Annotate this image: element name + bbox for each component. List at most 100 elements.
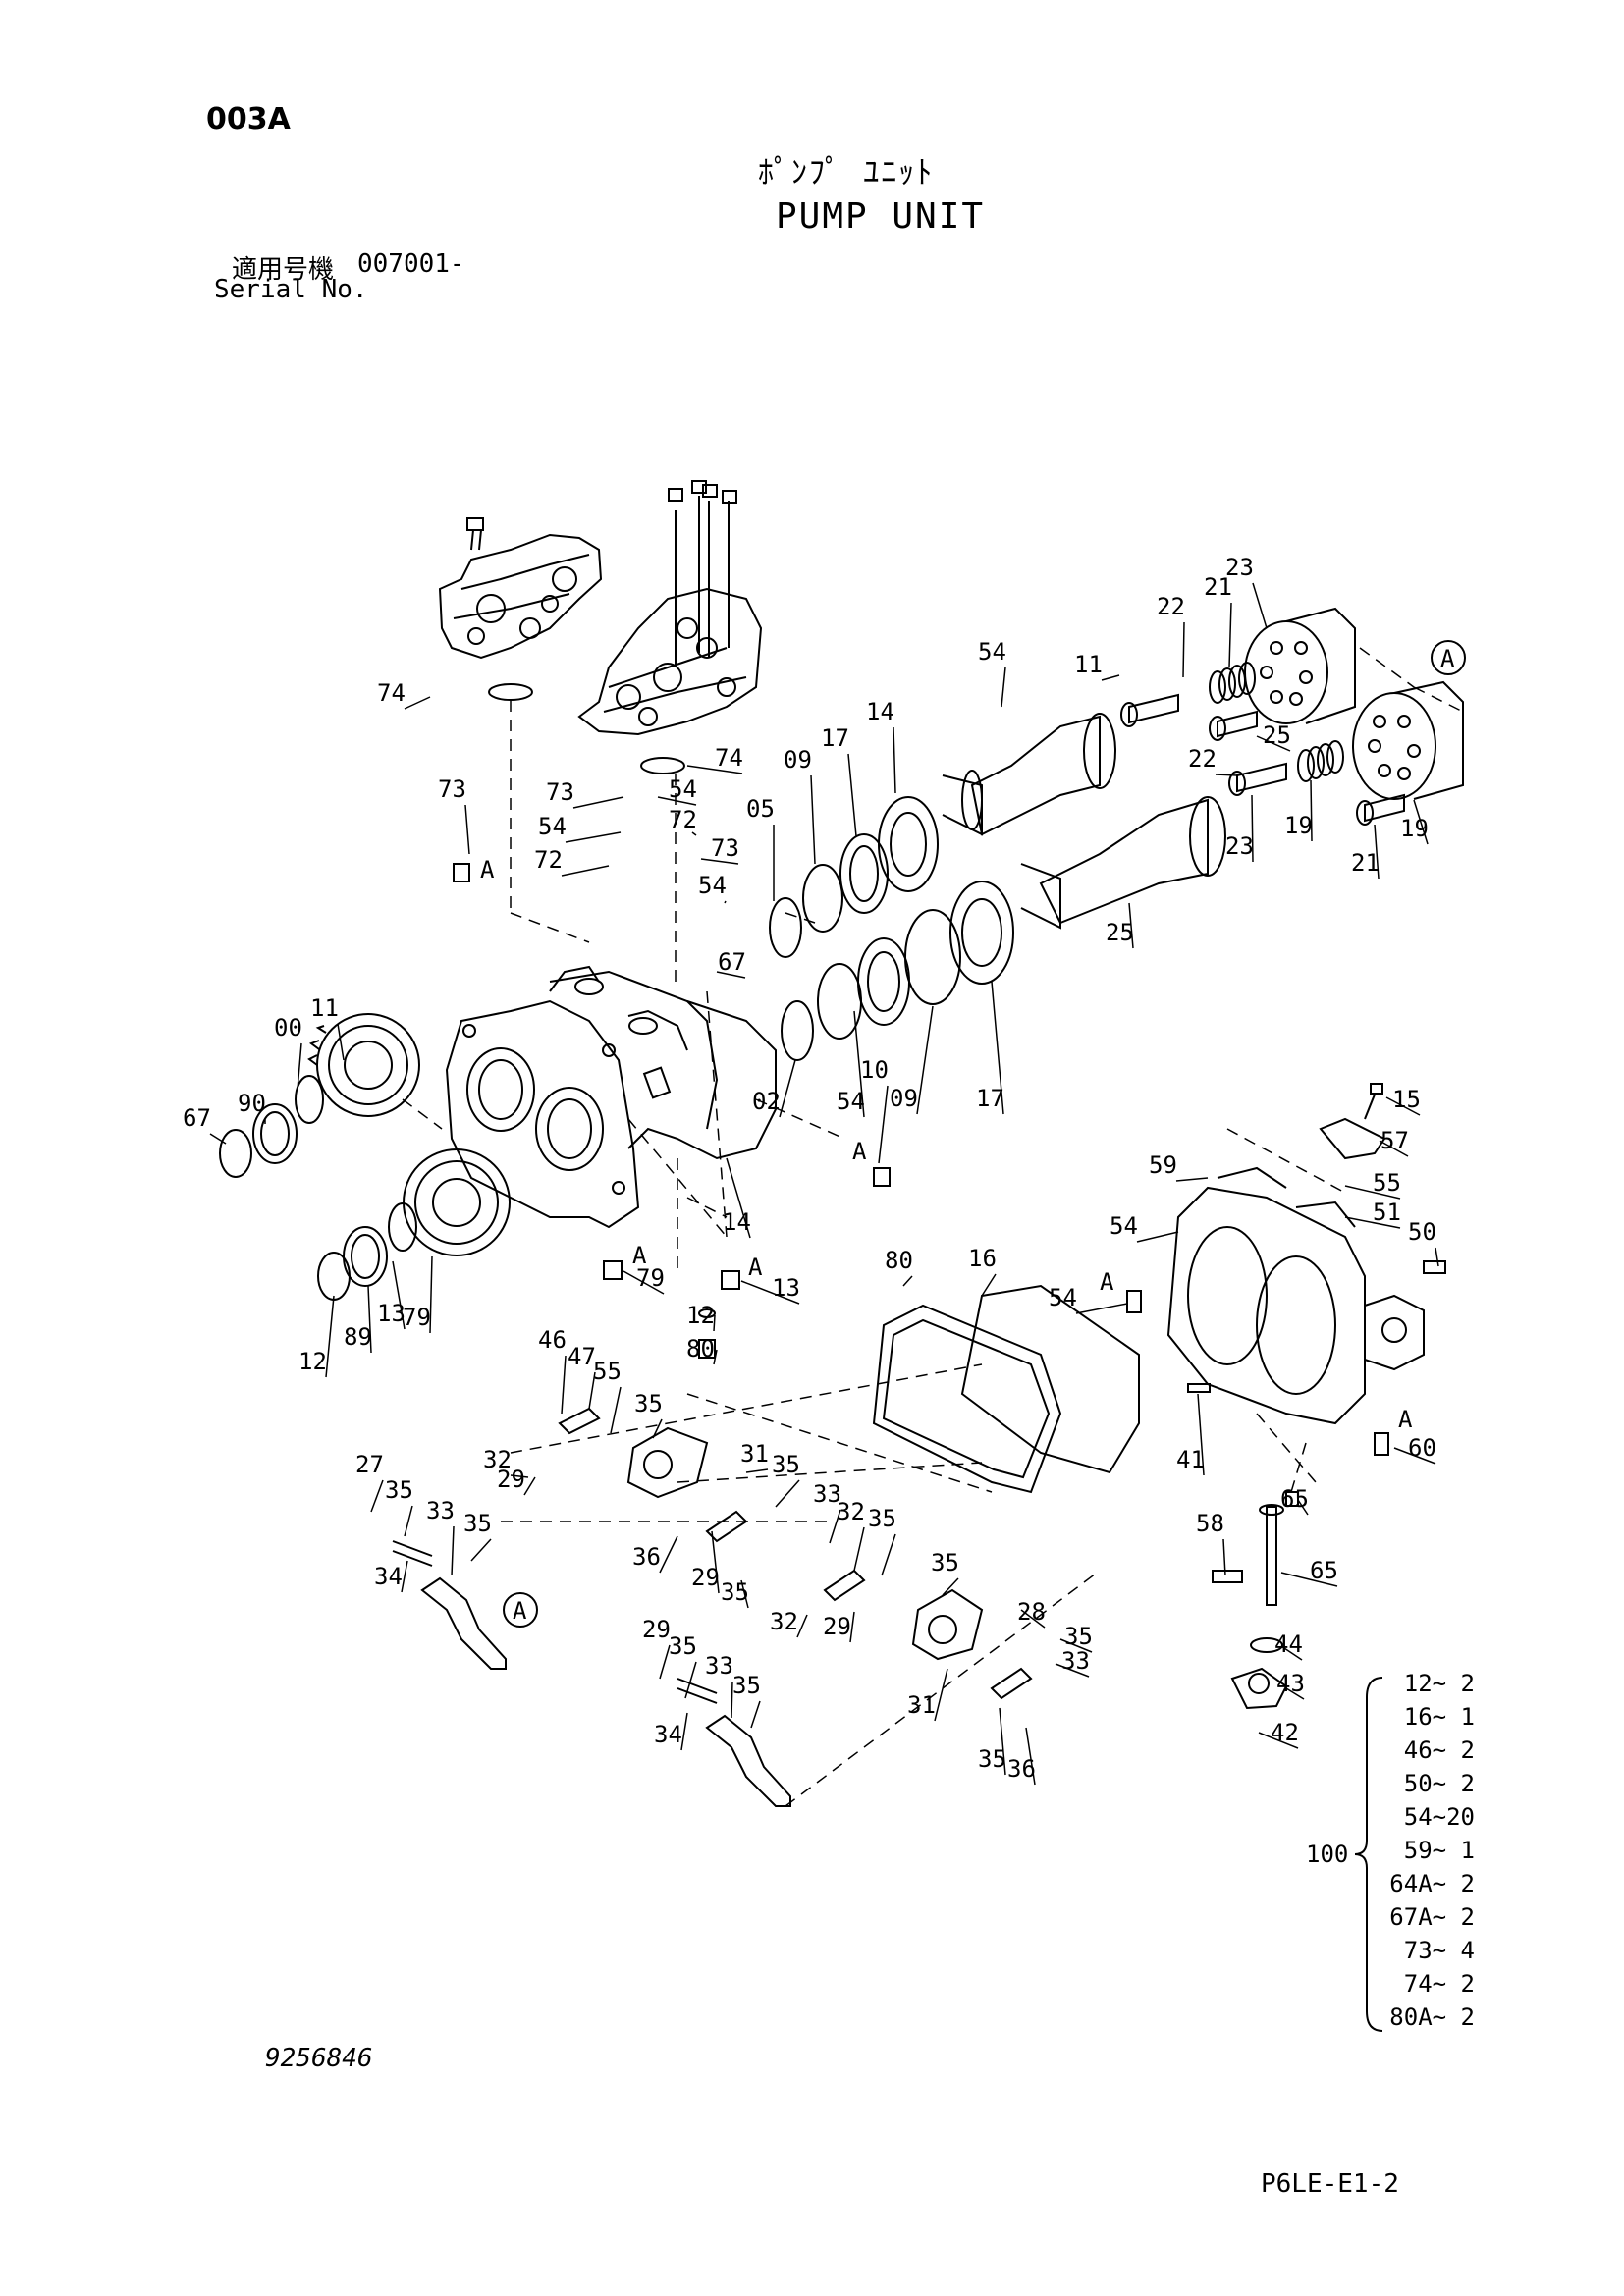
part-callout: 21 — [1204, 573, 1232, 601]
leader-line — [810, 774, 816, 865]
part-callout: 29 — [642, 1616, 671, 1643]
leader-line — [588, 1371, 596, 1410]
leader-line — [1136, 1231, 1179, 1243]
spring-23-lower — [1297, 740, 1344, 782]
link-32 — [558, 1407, 1033, 1700]
part-callout: 22 — [1188, 745, 1217, 773]
bolt-55-top — [1364, 1083, 1383, 1120]
part-callout: 22 — [1157, 593, 1185, 620]
leader-line — [652, 1418, 663, 1439]
ring-79-upper — [295, 1075, 324, 1124]
leader-line — [902, 1275, 913, 1287]
leader-line — [1182, 621, 1185, 678]
kit-item: 80A~ 2 — [1389, 2003, 1475, 2031]
serial-number-value: 007001- — [357, 249, 465, 279]
part-callout: 65 — [1310, 1557, 1338, 1584]
part-callout: 32 — [837, 1498, 865, 1525]
plug-67-upper — [453, 863, 470, 882]
kit-item: 54~20 — [1404, 1803, 1475, 1831]
leader-line — [829, 1509, 841, 1544]
leader-line — [337, 1023, 345, 1061]
part-callout: 54 — [669, 775, 697, 803]
part-callout: 31 — [740, 1440, 769, 1468]
part-callout: 17 — [976, 1085, 1004, 1112]
ring-09-upper — [769, 897, 802, 958]
leader-line — [325, 1295, 335, 1378]
reference-mark: A — [513, 1597, 527, 1625]
leader-line — [1280, 1645, 1303, 1661]
part-callout: 09 — [890, 1085, 918, 1112]
leader-line — [1175, 1177, 1209, 1182]
leader-line — [1059, 1638, 1093, 1653]
spring-23-upper — [1209, 662, 1256, 704]
sheet-id: P6LE-E1-2 — [1261, 2169, 1399, 2199]
leader-line — [1025, 1727, 1036, 1786]
snap-ring-13-lower — [317, 1252, 351, 1301]
leader-line — [713, 1349, 718, 1365]
leader-line — [775, 1479, 800, 1508]
part-callout: 31 — [907, 1691, 936, 1719]
part-callout: 58 — [1196, 1510, 1224, 1537]
lever-31-right — [677, 1678, 791, 1807]
part-callout: 33 — [705, 1652, 733, 1680]
serial-label-japanese: 適用号機 — [232, 255, 335, 285]
page-code: 003A — [206, 102, 291, 136]
leader-line — [1055, 1663, 1090, 1678]
leader-line — [684, 1661, 697, 1699]
part-callout: 54 — [837, 1088, 865, 1115]
part-callout: 14 — [723, 1208, 751, 1236]
leader-line — [740, 1280, 800, 1305]
part-callout: 54 — [1110, 1212, 1138, 1240]
part-callout: 19 — [1400, 815, 1429, 842]
part-callout: 65 — [1280, 1485, 1309, 1513]
leader-line — [724, 900, 727, 904]
part-callout: 28 — [1017, 1598, 1046, 1626]
leader-line — [1101, 674, 1120, 681]
leader-line — [623, 1270, 665, 1295]
bearing-11-upper — [878, 796, 939, 892]
leader-line — [999, 1707, 1006, 1776]
part-callout: 54 — [978, 638, 1006, 666]
leader-line — [1393, 1447, 1436, 1465]
bearing-12-lower — [343, 1226, 388, 1287]
leader-line — [1374, 824, 1380, 880]
part-callout: 29 — [823, 1613, 851, 1640]
bolt-60 — [1423, 1260, 1446, 1274]
part-callout: 02 — [752, 1088, 781, 1115]
part-callout: 35 — [931, 1549, 959, 1576]
regulator-valve-right — [577, 480, 763, 736]
leader-line — [1297, 1499, 1309, 1516]
leader-line — [1215, 774, 1238, 776]
plug-65-right — [1374, 1432, 1389, 1456]
leader-line — [934, 1668, 948, 1722]
lever-31-left — [392, 1540, 507, 1670]
cover-59 — [960, 1284, 1140, 1474]
o-ring-74-right — [640, 757, 685, 774]
leader-line — [1435, 1247, 1439, 1267]
part-callout: 54 — [538, 813, 567, 840]
leader-line — [1001, 667, 1006, 708]
part-callout: 15 — [1392, 1086, 1421, 1113]
reference-mark: A — [1440, 645, 1455, 672]
leader-line — [686, 765, 743, 774]
plug-80-left — [603, 1260, 623, 1280]
part-callout: 25 — [1106, 919, 1134, 946]
leader-line — [740, 1579, 749, 1609]
leader-line — [1252, 582, 1268, 629]
leader-line — [297, 1042, 302, 1091]
part-callout: 59 — [1149, 1151, 1177, 1179]
part-callout: 44 — [1274, 1630, 1303, 1658]
ring-79-lower — [388, 1202, 417, 1252]
leader-line — [1344, 1216, 1401, 1229]
page-title-japanese: ﾎﾟﾝﾌﾟ ﾕﾆｯﾄ — [758, 153, 935, 190]
part-callout: 47 — [568, 1343, 596, 1370]
part-callout: 35 — [978, 1745, 1006, 1773]
part-callout: 35 — [669, 1632, 697, 1660]
plate-51 — [1319, 1117, 1386, 1160]
part-callout: 25 — [1263, 721, 1291, 749]
tube-42 — [1266, 1506, 1277, 1606]
plug-44 — [1285, 1491, 1299, 1507]
callout-labels: 7474735473547272547367540509171411222123… — [183, 554, 1439, 1786]
